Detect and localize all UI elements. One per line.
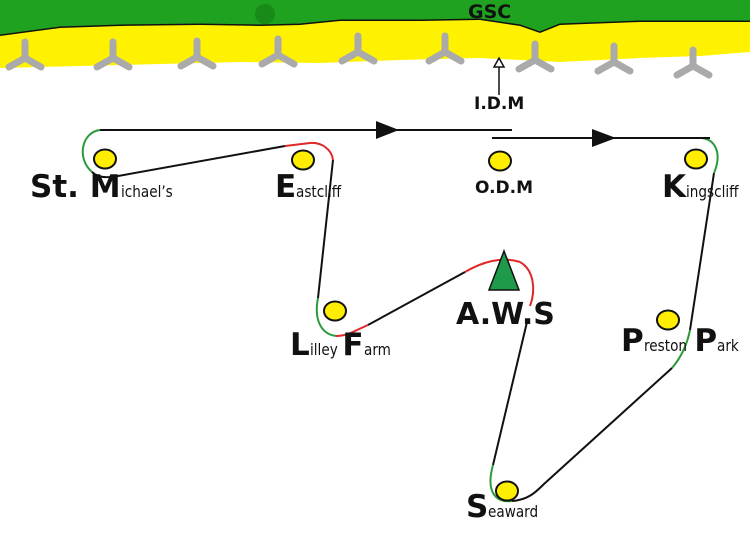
track-segment xyxy=(91,145,286,179)
aws-marker-icon xyxy=(487,248,521,291)
station-label-st-michaels: St. Michael’s xyxy=(30,172,181,203)
station-rest: eaward xyxy=(488,502,539,521)
station-initial: P xyxy=(621,323,644,359)
station-rest: astcliff xyxy=(296,182,342,201)
track-segment xyxy=(335,324,369,337)
station-label-lilley-farm: Lilley Farm xyxy=(290,330,395,361)
station-label-seaward: Seaward xyxy=(466,492,547,523)
track-segment xyxy=(317,159,334,299)
station-prefix: St. xyxy=(30,169,90,205)
track-segment xyxy=(284,142,311,147)
station-marker-icon xyxy=(323,300,347,322)
sand-area xyxy=(0,20,750,68)
gsc-label: GSC xyxy=(468,1,512,23)
grass-area xyxy=(0,0,750,36)
track-segment xyxy=(519,261,535,307)
pylon-icon xyxy=(515,40,555,73)
station-marker-icon xyxy=(93,148,117,170)
tree-icon xyxy=(255,4,275,24)
station-rest: ichael’s xyxy=(120,182,173,201)
station-initial: E xyxy=(275,169,297,205)
station-marker-icon xyxy=(488,150,512,172)
station-label-preston-park: Preston Park xyxy=(621,326,743,357)
track-segment xyxy=(511,367,673,502)
direction-arrow-icon xyxy=(592,129,616,147)
pylon-icon xyxy=(338,32,378,65)
station-marker-icon xyxy=(495,480,519,502)
pylon-icon xyxy=(594,42,634,75)
station-rest: illey xyxy=(309,340,338,359)
track-segment xyxy=(81,129,101,173)
odm-label: O.D.M xyxy=(475,178,534,198)
direction-arrow-icon xyxy=(376,121,399,139)
station-label-eastcliff: Eastcliff xyxy=(275,172,349,203)
aws-label: A.W.S xyxy=(456,297,555,332)
track-segment xyxy=(689,172,715,331)
track-segment xyxy=(671,329,691,369)
track-segment xyxy=(492,321,528,466)
station-rest: ingscliff xyxy=(686,182,739,201)
pylon-icon xyxy=(673,46,713,79)
station-initial: K xyxy=(662,169,687,205)
track-segment xyxy=(309,141,334,161)
pylon-icon xyxy=(93,38,133,71)
station-label-kingscliff: Kingscliff xyxy=(662,172,748,203)
station-marker-icon xyxy=(656,309,680,331)
track-segment xyxy=(464,258,521,273)
station-initial-2: P xyxy=(694,323,718,359)
pylon-icon xyxy=(258,35,298,68)
station-rest-2: arm xyxy=(363,340,391,359)
station-initial: S xyxy=(466,489,489,525)
idm-arrow-head-icon xyxy=(492,56,506,68)
station-marker-icon xyxy=(291,149,315,171)
station-marker-icon xyxy=(684,148,708,170)
idm-label: I.D.M xyxy=(474,94,525,114)
station-rest: reston xyxy=(643,336,687,355)
track-segment xyxy=(367,271,466,326)
station-initial: M xyxy=(89,169,121,205)
pylon-icon xyxy=(425,32,465,65)
station-rest-2: ark xyxy=(717,336,739,355)
station-initial-2: F xyxy=(342,327,364,363)
track-segment xyxy=(315,297,337,337)
pylon-icon xyxy=(177,37,217,70)
station-initial: L xyxy=(290,327,310,363)
pylon-icon xyxy=(5,38,45,71)
